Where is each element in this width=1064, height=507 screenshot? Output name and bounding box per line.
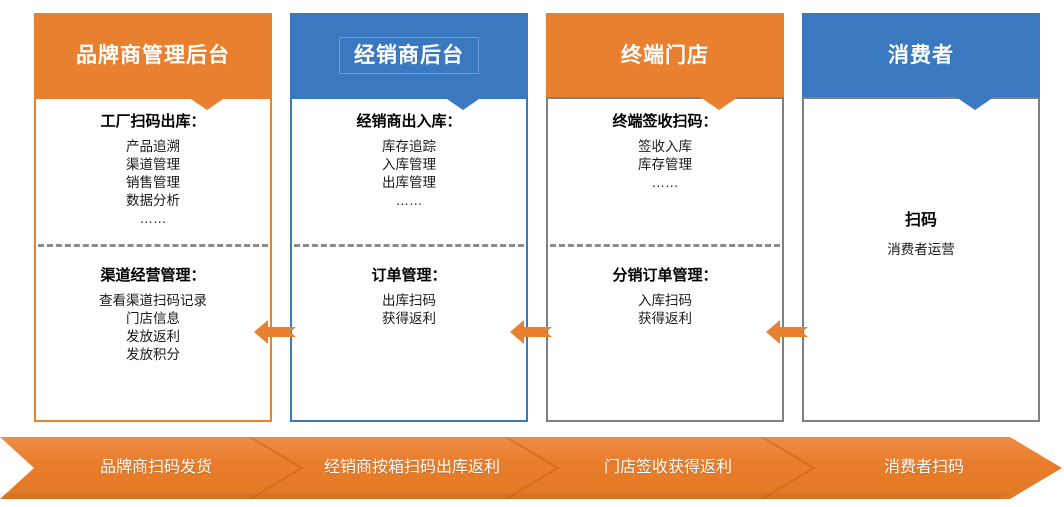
column-consumer: 消费者 扫码 消费者运营 [802, 13, 1040, 422]
section-title: 订单管理： [371, 267, 447, 284]
section-items: 库存追踪 入库管理 出库管理 …… [292, 138, 526, 210]
list-item: 渠道管理 [126, 156, 180, 172]
list-item: 产品追溯 [126, 138, 180, 154]
column-title-consumer: 消费者 [888, 43, 954, 67]
section-factory-scan-out: 工厂扫码出库： 产品追溯 渠道管理 销售管理 数据分析 …… [36, 113, 270, 228]
column-body-dealer-backend: 经销商出入库： 库存追踪 入库管理 出库管理 …… 订单管理： 出库扫码 获得返… [290, 97, 528, 422]
process-banner: 品牌商扫码发货 经销商按箱扫码出库返利 门店签收获得返利 消费者扫码 [0, 437, 1064, 499]
banner-step-1: 品牌商扫码发货 [99, 459, 212, 476]
column-header-dealer-backend: 经销商后台 [290, 13, 528, 110]
section-title: 分销订单管理： [612, 267, 718, 284]
section-title: 扫码 [904, 212, 937, 229]
section-title: 终端签收扫码： [612, 113, 718, 130]
section-items: 入库扫码 获得返利 [548, 292, 782, 328]
column-body-terminal-store: 终端签收扫码： 签收入库 库存管理 …… 分销订单管理： 入库扫码 获得返利 [546, 97, 784, 422]
column-header-terminal-store: 终端门店 [546, 13, 784, 110]
list-item: 获得返利 [638, 310, 692, 326]
section-items: 消费者运营 [804, 241, 1038, 259]
section-items: 出库扫码 获得返利 [292, 292, 526, 328]
header-notch-icon [700, 97, 738, 110]
header-notch-icon [444, 97, 482, 110]
section-dealer-inout: 经销商出入库： 库存追踪 入库管理 出库管理 …… [292, 113, 526, 210]
column-title-terminal-store: 终端门店 [621, 43, 709, 67]
list-item: 销售管理 [126, 174, 180, 190]
header-notch-icon [956, 97, 994, 110]
column-dealer-backend: 经销商后台 经销商出入库： 库存追踪 入库管理 出库管理 …… 订单管理： 出库… [290, 13, 528, 422]
header-notch-icon [188, 97, 226, 110]
banner-step-3: 门店签收获得返利 [603, 459, 732, 476]
list-item: 签收入库 [638, 138, 692, 154]
list-item: 出库扫码 [382, 292, 436, 308]
section-terminal-receive-scan: 终端签收扫码： 签收入库 库存管理 …… [548, 113, 782, 192]
column-title-brand-admin: 品牌商管理后台 [76, 43, 230, 67]
list-item: …… [395, 192, 423, 208]
list-item: 获得返利 [382, 310, 436, 326]
section-title: 工厂扫码出库： [100, 113, 206, 130]
column-terminal-store: 终端门店 终端签收扫码： 签收入库 库存管理 …… 分销订单管理： 入库扫码 获… [546, 13, 784, 422]
list-item: 发放返利 [126, 328, 180, 344]
list-item: 入库管理 [382, 156, 436, 172]
section-divider [38, 244, 268, 247]
section-items: 签收入库 库存管理 …… [548, 138, 782, 192]
section-order-management: 订单管理： 出库扫码 获得返利 [292, 267, 526, 328]
arrow-consumer-to-store [766, 318, 808, 346]
arrow-store-to-dealer [510, 318, 552, 346]
column-brand-admin: 品牌商管理后台 工厂扫码出库： 产品追溯 渠道管理 销售管理 数据分析 …… 渠… [34, 13, 272, 422]
list-item: 库存管理 [638, 156, 692, 172]
banner-step-4: 消费者扫码 [883, 459, 964, 476]
section-items: 产品追溯 渠道管理 销售管理 数据分析 …… [36, 138, 270, 228]
section-title: 渠道经营管理： [100, 267, 206, 284]
list-item: …… [139, 210, 167, 226]
column-body-brand-admin: 工厂扫码出库： 产品追溯 渠道管理 销售管理 数据分析 …… 渠道经营管理： 查… [34, 97, 272, 422]
list-item: 出库管理 [382, 174, 436, 190]
banner-step-2: 经销商按箱扫码出库返利 [323, 459, 500, 476]
list-item: 入库扫码 [638, 292, 692, 308]
column-body-consumer: 扫码 消费者运营 [802, 97, 1040, 422]
section-consumer-scan: 扫码 消费者运营 [804, 211, 1038, 259]
section-divider [550, 244, 780, 247]
section-distribution-order: 分销订单管理： 入库扫码 获得返利 [548, 267, 782, 328]
section-items: 查看渠道扫码记录 门店信息 发放返利 发放积分 [36, 292, 270, 364]
list-item: 门店信息 [126, 310, 180, 326]
list-item: 消费者运营 [887, 242, 955, 257]
column-header-consumer: 消费者 [802, 13, 1040, 110]
list-item: 发放积分 [126, 346, 180, 362]
section-channel-operations: 渠道经营管理： 查看渠道扫码记录 门店信息 发放返利 发放积分 [36, 267, 270, 364]
list-item: 查看渠道扫码记录 [99, 292, 207, 308]
list-item: …… [651, 174, 679, 190]
column-title-dealer-backend: 经销商后台 [339, 36, 479, 74]
list-item: 数据分析 [126, 192, 180, 208]
list-item: 库存追踪 [382, 138, 436, 154]
section-title: 经销商出入库： [356, 113, 462, 130]
section-divider [294, 244, 524, 247]
column-header-brand-admin: 品牌商管理后台 [34, 13, 272, 110]
arrow-dealer-to-brand [254, 318, 296, 346]
